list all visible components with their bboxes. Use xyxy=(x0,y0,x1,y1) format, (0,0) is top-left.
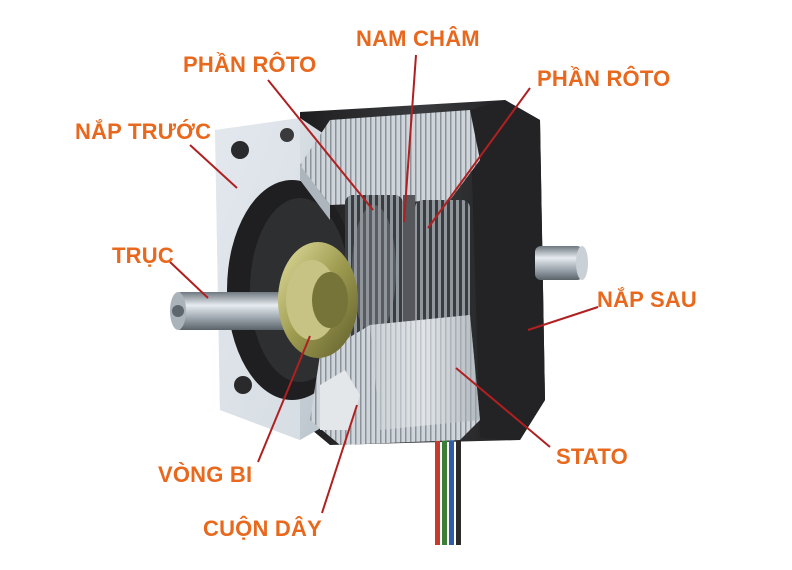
label-coil: CUỘN DÂY xyxy=(203,516,322,541)
leader-shaft xyxy=(169,261,209,299)
leader-front-cover xyxy=(189,144,238,189)
stator-top xyxy=(300,110,480,220)
leader-bearing xyxy=(257,335,311,463)
leader-lines xyxy=(169,54,599,514)
label-shaft: TRỤC xyxy=(112,243,174,268)
leader-magnet xyxy=(403,54,417,223)
lead-wires xyxy=(435,440,461,545)
leader-rear-cover xyxy=(527,306,599,331)
leader-rotor-left xyxy=(267,79,374,211)
rear-shaft xyxy=(535,246,588,280)
label-stator: STATO xyxy=(556,444,628,469)
leader-rotor-right xyxy=(427,87,531,229)
label-rotor-left: PHẦN RÔTO xyxy=(183,52,317,77)
label-rotor-right: PHẦN RÔTO xyxy=(537,66,671,91)
label-front-cover: NẮP TRƯỚC xyxy=(75,119,212,144)
label-magnet: NAM CHÂM xyxy=(356,26,480,51)
leader-stator xyxy=(455,367,551,448)
stator-bottom xyxy=(310,315,480,445)
bearing xyxy=(278,242,358,358)
rotor-assembly xyxy=(345,195,470,345)
label-bearing: VÒNG BI xyxy=(158,462,253,487)
label-rear-cover: NẮP SAU xyxy=(597,287,698,312)
leader-coil xyxy=(321,404,358,514)
